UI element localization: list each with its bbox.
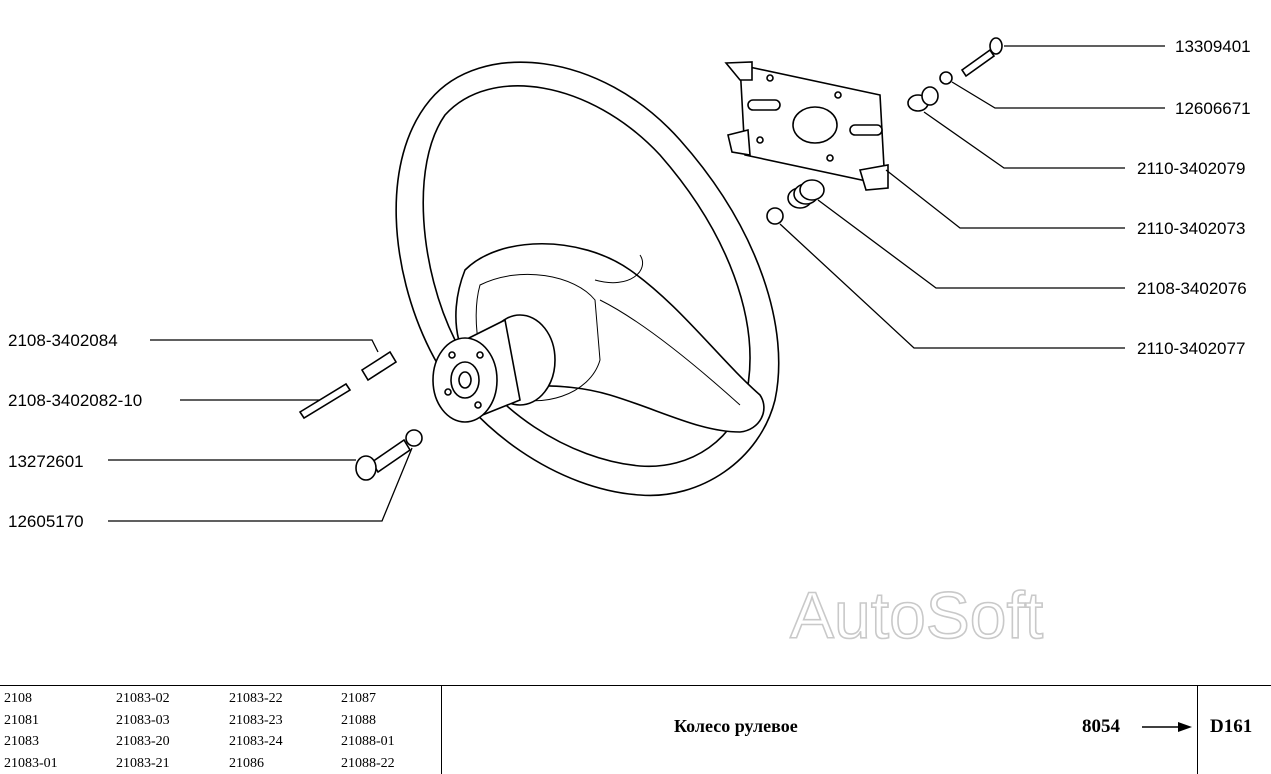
model-column: 21083-22 21083-23 21083-24 21086 [229,688,283,774]
model-item: 21083-02 [116,688,170,710]
label-2108-3402082-10: 2108-3402082-10 [8,391,142,410]
model-item: 21086 [229,753,283,774]
model-item: 21083-20 [116,731,170,753]
watermark: AutoSoft [790,578,1043,652]
model-item: 21083-24 [229,731,283,753]
washer-12606671 [940,72,952,84]
model-item: 21083 [4,731,58,753]
model-column: 2108 21081 21083 21083-01 [4,688,58,774]
pin-2108-3402082-10 [300,384,350,418]
label-13309401: 13309401 [1175,37,1251,56]
screw-13309401 [962,38,1002,76]
label-2108-3402084: 2108-3402084 [8,331,118,350]
model-column: 21087 21088 21088-01 21088-22 [341,688,395,774]
spring-2108-3402076 [788,180,824,208]
arrow-right-icon [1142,720,1192,734]
parts-diagram: AutoSoft [0,0,1271,685]
label-2110-3402073: 2110-3402073 [1137,219,1245,238]
model-item: 2108 [4,688,58,710]
model-item: 21083-22 [229,688,283,710]
model-item: 21083-03 [116,710,170,732]
mounting-plate [726,62,888,190]
page-code: D161 [1210,716,1252,738]
label-2108-3402076: 2108-3402076 [1137,279,1247,298]
label-13272601: 13272601 [8,452,84,471]
model-column: 21083-02 21083-03 21083-20 21083-21 [116,688,170,774]
model-item: 21088-22 [341,753,395,774]
model-list: 2108 21081 21083 21083-01 21083-02 21083… [0,686,442,774]
assembly-number: 8054 [1082,716,1120,738]
model-item: 21088 [341,710,395,732]
label-2110-3402079: 2110-3402079 [1137,159,1245,178]
model-item: 21083-21 [116,753,170,774]
assembly-title: Колесо рулевое [674,716,798,737]
model-item: 21081 [4,710,58,732]
footer: 2108 21081 21083 21083-01 21083-02 21083… [0,685,1271,773]
spring-2108-3402084 [362,352,396,380]
label-2110-3402077: 2110-3402077 [1137,339,1245,358]
washer-2110-3402077 [767,208,783,224]
model-item: 21087 [341,688,395,710]
steering-wheel [396,62,779,495]
model-item: 21083-23 [229,710,283,732]
label-12605170: 12605170 [8,512,84,531]
bushing-2110-3402079 [908,87,938,111]
model-item: 21083-01 [4,753,58,774]
washer-12605170 [406,430,422,446]
label-12606671: 12606671 [1175,99,1251,118]
model-item: 21088-01 [341,731,395,753]
title-block: Колесо рулевое 8054 [442,686,1198,774]
